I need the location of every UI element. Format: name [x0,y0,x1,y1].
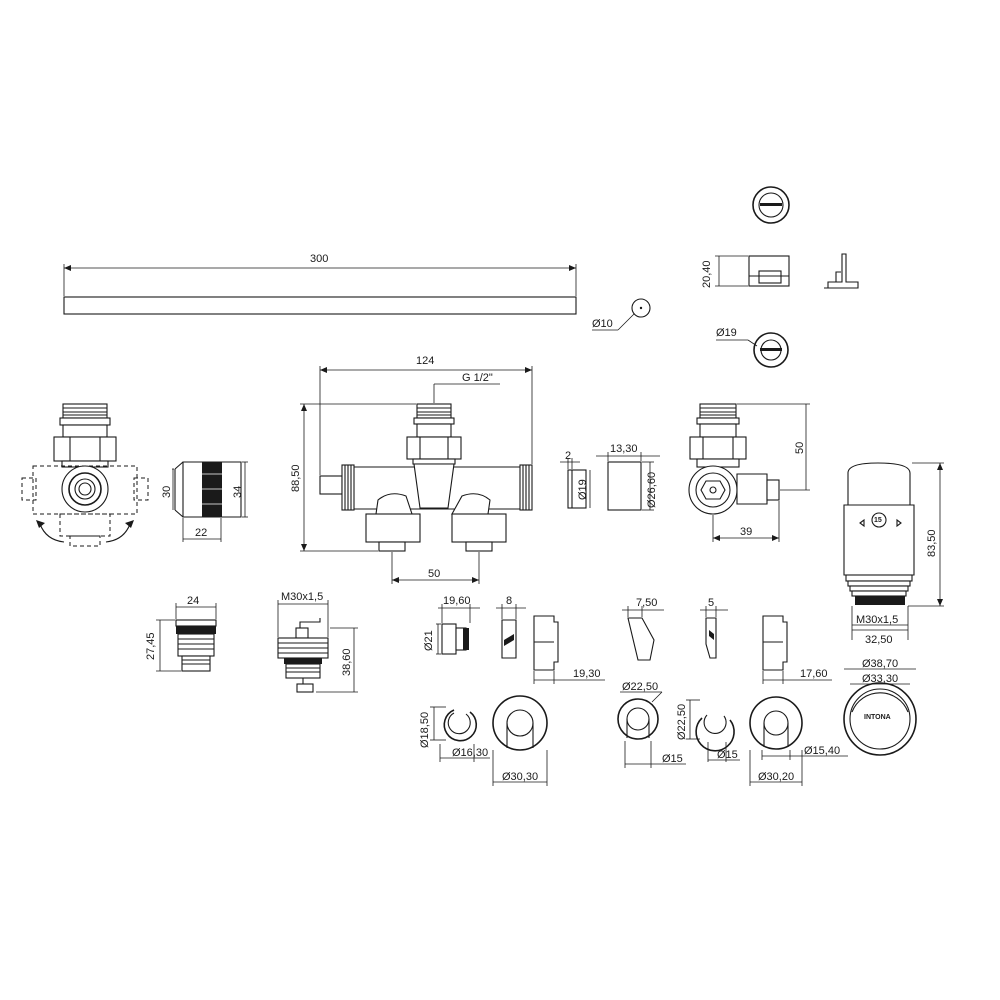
dim-rosette-diameter-a: Ø30,30 [502,771,538,783]
dim-split-ring-diameter: Ø16,30 [452,747,488,759]
dim-head-thread: M30x1,5 [281,591,323,603]
clip-front-view: Ø19 [716,327,789,368]
dim-ring-width: 19,60 [443,595,471,607]
valve-front-view [21,403,149,547]
dim-collar-width: 13,30 [610,443,638,455]
dim-nut-width: 2 [565,450,571,462]
dim-valve-spacing: 50 [428,568,440,580]
dim-rosette-depth-b: 17,60 [800,668,828,680]
split-ring: Ø18,50 Ø16,30 [419,706,490,762]
thermostat-brand: INTONA [864,714,891,721]
valve-insert: 24 27,45 [145,595,217,672]
dim-valve-height: 88,50 [290,464,302,492]
clip-profile [824,253,859,289]
dim-bar-length: 300 [310,253,328,265]
thermostat-cap: INTONA Ø38,70 Ø33,30 [843,658,917,756]
dim-cover-diameter: Ø22,50 [622,681,658,693]
dim-thermo-thread: M30x1,5 [856,614,898,626]
dim-ring-thickness: 8 [506,595,512,607]
clip-side-view: 20,40 [701,255,790,288]
open-ring: Ø22,50 Ø15 [676,699,740,762]
dim-rosette-diameter-b: Ø30,20 [758,771,794,783]
cover-cap: Ø22,50 Ø15 [617,681,686,768]
dim-sleeve-outer: 34 [232,486,244,498]
dim-angle-offset: 39 [740,526,752,538]
thermostat-dial-number: 15 [874,517,882,524]
dim-open-ring-diameter: Ø22,50 [676,704,688,740]
dim-thermo-width: 32,50 [865,634,893,646]
dim-valve-width: 124 [416,355,434,367]
dim-collar-diameter: Ø26,60 [646,472,658,508]
dim-clip-height: 20,40 [701,260,713,288]
dim-rosette-depth-a: 19,30 [573,668,601,680]
dim-cover-inner: Ø15 [662,753,683,765]
dim-wedge-b: 5 [708,597,714,609]
dim-nut-diameter: Ø19 [577,479,589,500]
dim-insert-height: 27,45 [145,632,157,660]
nut: 2 Ø19 [560,450,591,509]
sleeve: 30 34 22 [161,461,248,542]
rosette-front-a: Ø30,30 [492,695,548,786]
dim-bar-diameter: Ø10 [592,318,613,330]
dim-sleeve-width: 22 [195,527,207,539]
dim-split-ring-height: Ø18,50 [419,712,431,748]
dim-cap-inner: Ø33,30 [862,673,898,685]
dim-thermo-height: 83,50 [926,529,938,557]
dim-cap-outer: Ø38,70 [862,658,898,670]
dim-ring-diameter: Ø21 [423,630,435,651]
dim-head-height: 38,60 [341,648,353,676]
clip-top-view [752,186,790,224]
dim-angle-height: 50 [794,442,806,454]
valve-head: M30x1,5 38,60 [277,591,358,693]
dim-sleeve-inner: 30 [161,486,173,498]
rosette-front-b: Ø15,40 Ø30,20 [749,696,848,786]
dim-rosette-inner-b: Ø15,40 [804,745,840,757]
wedge-8: 8 [496,595,526,659]
double-valve: 124 G 1/2" 88,50 50 [290,355,533,584]
wedge-5: 5 [700,597,728,659]
dim-open-ring-inner: Ø15 [717,749,738,761]
dim-wedge-a: 7,50 [636,597,657,609]
wedge-7-5: 7,50 [622,597,664,661]
ring: 19,60 Ø21 [423,595,480,655]
thermostat-head: 15 83,50 M30x1,5 32,50 [843,462,944,646]
rosette-side-b: 17,60 [762,615,832,684]
dim-clip-diameter: Ø19 [716,327,737,339]
rosette-side-a: 19,30 [533,615,605,684]
label-thread: G 1/2" [462,372,493,384]
angle-valve: 50 39 [688,403,810,542]
tube-bar: 300 [63,253,577,315]
bar-cross-section: Ø10 [592,298,651,331]
collar: 13,30 Ø26,60 [596,443,660,511]
dim-insert-width: 24 [187,595,199,607]
